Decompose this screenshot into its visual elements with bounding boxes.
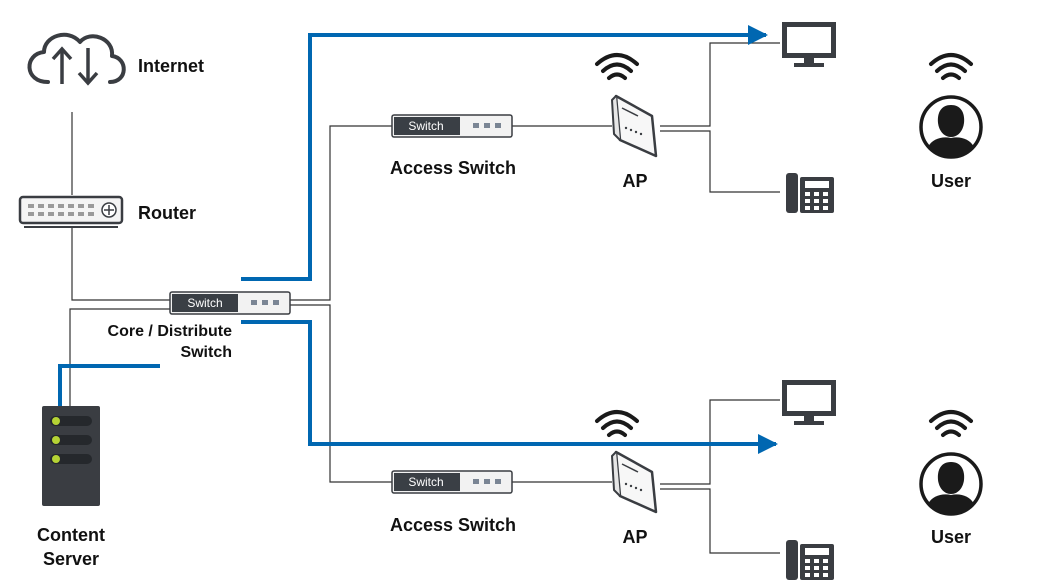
user-avatar-icon-bottom <box>919 452 983 516</box>
user-bottom-label: User <box>931 527 971 547</box>
core-switch-badge: Switch <box>187 296 222 310</box>
core-switch-label-line2: Switch <box>180 344 232 361</box>
access-switch-top: Switch <box>391 114 513 138</box>
internet-label: Internet <box>138 56 204 76</box>
link-core-server <box>69 308 172 410</box>
wifi-icon-user-bottom <box>929 410 973 437</box>
monitor-icon-top <box>782 22 836 67</box>
link-core-access-top <box>290 125 392 301</box>
server-rack-icon <box>42 406 100 506</box>
link-ap-monitor-top <box>660 42 780 127</box>
wifi-icon-ap-bottom <box>595 410 639 437</box>
access-switch-bottom-label: Access Switch <box>390 515 516 535</box>
link-router-core <box>71 228 172 301</box>
router-label: Router <box>138 203 196 223</box>
desk-phone-icon-top <box>786 173 834 213</box>
flow-arrow-top <box>241 25 768 281</box>
flow-line-server <box>58 364 160 410</box>
connection-lines <box>69 42 780 554</box>
access-switch-top-badge: Switch <box>408 119 443 133</box>
user-top-label: User <box>931 171 971 191</box>
wifi-icon-ap-top <box>595 53 639 80</box>
core-switch: Switch <box>169 291 291 315</box>
content-server-label-line1: Content <box>37 525 105 545</box>
link-ap-phone-top <box>660 130 780 193</box>
ap-top-label: AP <box>622 171 647 191</box>
core-switch-label-line1: Core / Distribute <box>108 323 233 340</box>
access-switch-bottom-badge: Switch <box>408 475 443 489</box>
access-switch-top-label: Access Switch <box>390 158 516 178</box>
access-point-bottom <box>611 450 658 514</box>
flow-arrow-bottom <box>241 320 778 454</box>
link-core-access-bottom <box>290 304 392 483</box>
desk-phone-icon-bottom <box>786 540 834 580</box>
access-point-top <box>611 94 658 158</box>
user-avatar-icon-top <box>919 95 983 159</box>
router-icon <box>18 195 124 228</box>
link-ap-phone-bottom <box>660 488 780 554</box>
content-server-label-line2: Server <box>43 549 99 569</box>
internet-cloud-icon <box>27 32 126 86</box>
access-switch-bottom: Switch <box>391 470 513 494</box>
wifi-icon-user-top <box>929 53 973 80</box>
content-flow <box>58 25 778 454</box>
ap-bottom-label: AP <box>622 527 647 547</box>
monitor-icon-bottom <box>782 380 836 425</box>
